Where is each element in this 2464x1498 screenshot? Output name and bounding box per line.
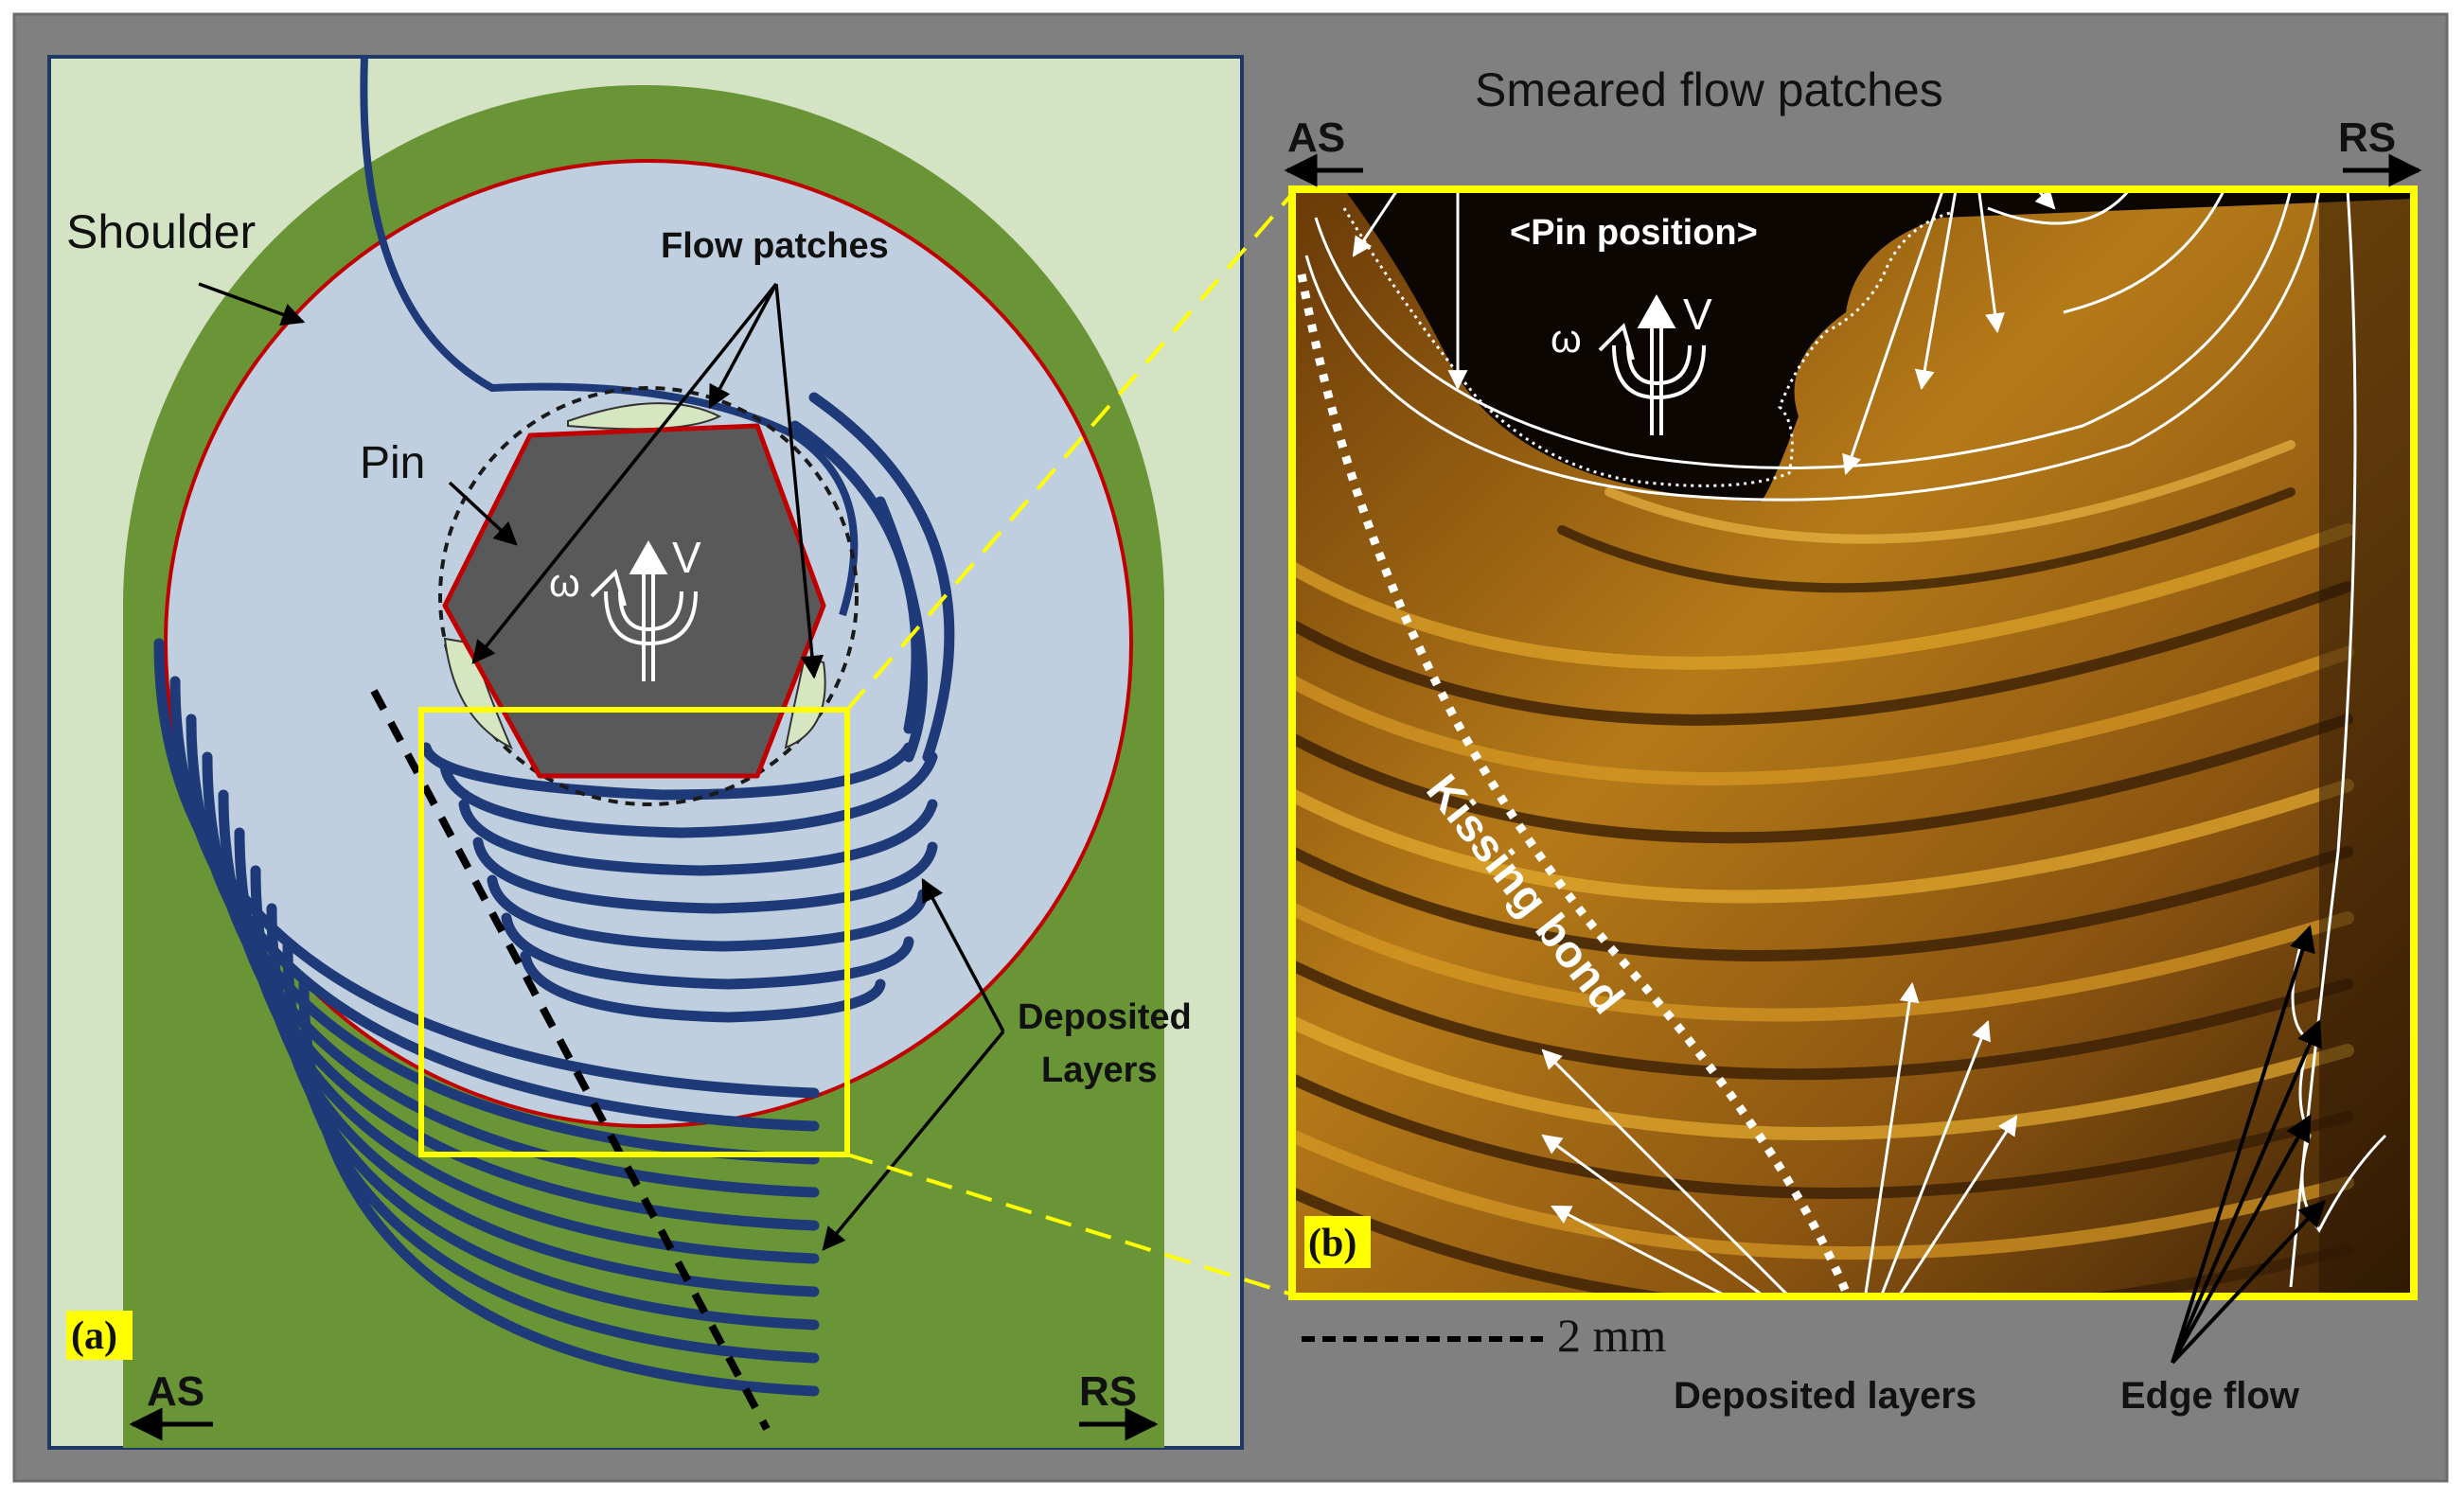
panel-a-label-bg [66,1311,133,1360]
zoom-connector-top [845,192,1294,712]
panel-b-black-arrows [2171,925,2326,1365]
pin-position-label: <Pin position> [1510,213,1758,253]
deposited-layers-label-line2: Layers [1041,1050,1158,1090]
panel-a-label: (a) [71,1314,117,1358]
omega-label-b: ω [1551,316,1582,361]
deposited-layers-label-line1: Deposited [1018,997,1192,1037]
panel-b-frame [1288,185,2418,1300]
omega-label-a: ω [549,560,580,605]
as-label-b: AS [1287,115,1345,161]
velocity-label-a: V [672,533,701,582]
rs-label-a: RS [1079,1368,1137,1415]
rotation-velocity-symbol-b [1598,293,1706,435]
kissing-bond-line [370,689,771,1431]
pin-position-outline [1342,207,1951,487]
panel-b: Smeared flow patches AS RS <Pin position… [1284,63,2422,1417]
pin-position-region [1292,189,2414,502]
panel-b-label: (b) [1308,1222,1356,1265]
zoom-connector-bottom [846,1153,1293,1296]
flow-patch-top [567,402,722,431]
panel-a-arrows [198,282,1005,1251]
zoom-box [418,707,850,1157]
micrograph-streaks [1292,189,2414,1296]
pin-dashed-circle [438,386,859,806]
deposited-layer-loops [420,392,955,1023]
edge-flow-label: Edge flow [2120,1375,2300,1417]
flow-patches-label: Flow patches [661,226,889,266]
smeared-flow-label: Smeared flow patches [1475,63,1943,116]
panel-b-label-bg [1304,1216,1371,1268]
velocity-label-b: V [1683,290,1712,339]
deposited-layer-arcs [153,638,820,1397]
pin [442,423,826,779]
scale-label: 2 mm [1557,1309,1666,1362]
shoulder-label: Shoulder [66,205,256,258]
flow-patch-right [784,656,826,749]
kissing-bond-dotted [1297,273,1851,1294]
panel-a: Shoulder Flow patches Pin ω V Deposited … [47,55,1244,1450]
rotation-velocity-symbol [590,539,698,681]
rs-label-b: RS [2338,115,2396,161]
deposited-layers-label-b: Deposited layers [1674,1375,1977,1417]
tool-path-line [360,57,859,617]
as-label-a: AS [147,1368,204,1415]
pin-label: Pin [360,438,425,488]
